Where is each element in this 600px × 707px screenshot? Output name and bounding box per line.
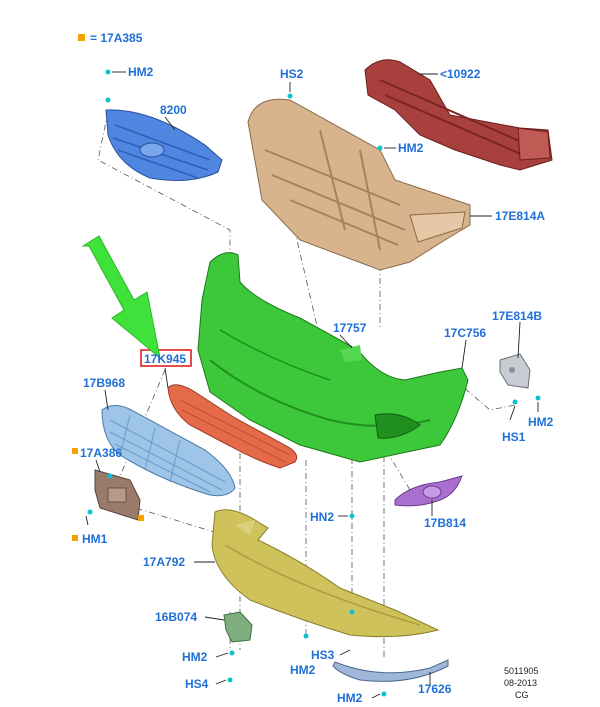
reference-line-3: CG <box>515 690 529 700</box>
label-17a792: 17A792 <box>143 555 185 569</box>
label-hm1: HM1 <box>82 532 108 546</box>
label-17e814b: 17E814B <box>492 309 542 323</box>
legend-text: = 17A385 <box>90 31 143 45</box>
label-hm2-top: HM2 <box>128 65 154 79</box>
leader-lines <box>85 71 539 699</box>
bumper-cover-17757 <box>197 252 469 463</box>
label-17c756: 17C756 <box>444 326 486 340</box>
bumper-reinforcement <box>364 59 553 171</box>
label-hs3: HS3 <box>311 648 335 662</box>
label-17626: 17626 <box>418 682 452 696</box>
label-hm2-bottom: HM2 <box>337 691 363 705</box>
label-hm2-mid: HM2 <box>398 141 424 155</box>
highlight-box <box>140 349 192 367</box>
label-10922: <10922 <box>440 67 481 81</box>
upper-grille-8200 <box>105 109 223 181</box>
bracket-16B074 <box>223 611 253 643</box>
label-16b074: 16B074 <box>155 610 197 624</box>
reference-line-2: 08-2013 <box>504 678 537 688</box>
label-hm2-right: HM2 <box>528 415 554 429</box>
label-hs1: HS1 <box>502 430 526 444</box>
lower-strip-17626 <box>332 659 449 682</box>
air-deflector-17A792 <box>211 509 440 638</box>
bracket-17E814B <box>499 353 531 389</box>
label-17757: 17757 <box>333 321 367 335</box>
label-17b968: 17B968 <box>83 376 125 390</box>
reference-code: 5011905 08-2013 CG <box>504 666 538 700</box>
label-hs4: HS4 <box>185 677 209 691</box>
label-hs2: HS2 <box>280 67 304 81</box>
label-17e814a: 17E814A <box>495 209 545 223</box>
label-17k945: 17K945 <box>144 352 186 366</box>
legend-marker <box>78 34 85 41</box>
label-hm2-bottom-left: HM2 <box>182 650 208 664</box>
label-8200: 8200 <box>160 103 187 117</box>
bracket-17A386 <box>94 469 141 521</box>
label-hn2: HN2 <box>310 510 334 524</box>
reference-line-1: 5011905 <box>504 666 538 676</box>
label-17a386: 17A386 <box>80 446 122 460</box>
orange-markers <box>72 448 144 541</box>
label-17b814: 17B814 <box>424 516 466 530</box>
pointer-arrow <box>81 235 161 360</box>
fog-lamp-bezel-17B814 <box>394 475 463 507</box>
lower-grille-17B968 <box>101 405 236 497</box>
part-labels: HM2 8200 HS2 <10922 HM2 17E814A 17757 17… <box>80 65 554 705</box>
lower-grille-insert-17K945 <box>167 384 298 469</box>
label-hm2-bottom-center: HM2 <box>290 663 316 677</box>
fasteners <box>87 69 541 697</box>
energy-absorber <box>247 98 471 271</box>
